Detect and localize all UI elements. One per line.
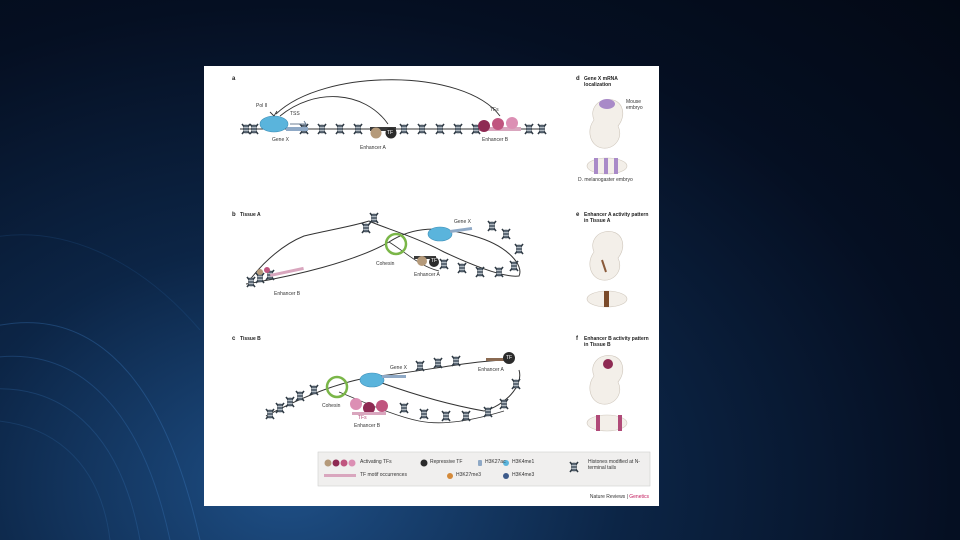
legend-repressive-tf: Repressive TF xyxy=(430,460,462,466)
panel-c-title: Tissue B xyxy=(240,337,261,343)
tf-b-2 xyxy=(492,118,504,130)
journal-name: Nature Reviews xyxy=(590,494,625,500)
enhancer-a-label-b: Enhancer A xyxy=(414,273,440,279)
cohesin-ring-b xyxy=(386,234,406,254)
legend-h3k4me1: H3K4me1 xyxy=(512,460,534,466)
journal-credit: Nature Reviews | Genetics xyxy=(590,494,649,500)
panel-d-letter: d xyxy=(576,76,580,83)
panel-b-letter: b xyxy=(232,212,236,219)
panel-e-title: Enhancer A activity pattern in Tissue A xyxy=(584,213,654,225)
enhancer-a-label-a: Enhancer A xyxy=(360,146,386,152)
panel-f-letter: f xyxy=(576,336,578,343)
enhancer-a-label-c: Enhancer A xyxy=(478,368,504,374)
panel-a-letter: a xyxy=(232,76,235,83)
mouse-embryo-label: Mouse embryo xyxy=(626,100,652,112)
panel-c-letter: c xyxy=(232,336,235,343)
panel-a-diagram xyxy=(240,80,546,139)
legend-h3k27ac: H3K27ac xyxy=(485,460,506,466)
legend-h3k4me3: H3K4me3 xyxy=(512,473,534,479)
pol2-c xyxy=(360,373,384,387)
tf-label-a: TF xyxy=(387,131,393,137)
panel-d-embryos xyxy=(587,99,627,174)
panel-c-diagram xyxy=(266,352,520,423)
figure-graphics xyxy=(204,66,659,506)
cohesin-label-b: Cohesin xyxy=(376,262,394,268)
panel-f-title: Enhancer B activity pattern in Tissue B xyxy=(584,337,654,349)
legend-h3k27me3: H3K27me3 xyxy=(456,473,481,479)
panel-e-letter: e xyxy=(576,212,579,219)
panel-f-embryos xyxy=(587,355,627,431)
tf-label-b: TF xyxy=(431,259,437,265)
gene-x-label-c: Gene X xyxy=(390,366,407,372)
panel-e-embryos xyxy=(587,231,627,307)
pol2-b xyxy=(428,227,452,241)
pol2-shape xyxy=(260,116,288,132)
panel-b-title: Tissue A xyxy=(240,213,261,219)
enhancer-b-label-b: Enhancer B xyxy=(274,292,300,298)
pol2-label: Pol II xyxy=(256,104,267,110)
tfs-label-c: TFs xyxy=(358,416,367,422)
panel-d-title: Gene X mRNA localization xyxy=(584,77,632,89)
figure-panel: a Pol II TSS Gene X TF Enhancer A TFs En… xyxy=(204,66,659,506)
legend-tf-motifs: TF motif occurrences xyxy=(360,473,407,479)
tf-label-c: TF xyxy=(506,356,512,362)
legend-histones: Histones modified at N-terminal tails xyxy=(588,460,648,472)
panel-b-diagram xyxy=(246,213,523,287)
tfs-label-a: TFs xyxy=(490,108,499,114)
journal-section: Genetics xyxy=(629,494,649,500)
fly-embryo-label: D. melanogaster embryo xyxy=(578,178,633,184)
legend-activating-tfs: Activating TFs xyxy=(360,460,392,466)
tf-beige-a xyxy=(371,128,382,139)
tss-label: TSS xyxy=(290,112,300,118)
enhancer-b-label-c: Enhancer B xyxy=(354,424,380,430)
gene-x-label-a: Gene X xyxy=(272,138,289,144)
cohesin-label-c: Cohesin xyxy=(322,404,340,410)
gene-x-body xyxy=(286,127,308,131)
tf-b-1 xyxy=(478,120,490,132)
enhancer-b-bar-b xyxy=(270,267,304,277)
cohesin-ring-c xyxy=(327,377,347,397)
enhancer-b-label-a: Enhancer B xyxy=(482,138,508,144)
gene-x-label-b: Gene X xyxy=(454,220,471,226)
tf-b-3 xyxy=(506,117,518,129)
